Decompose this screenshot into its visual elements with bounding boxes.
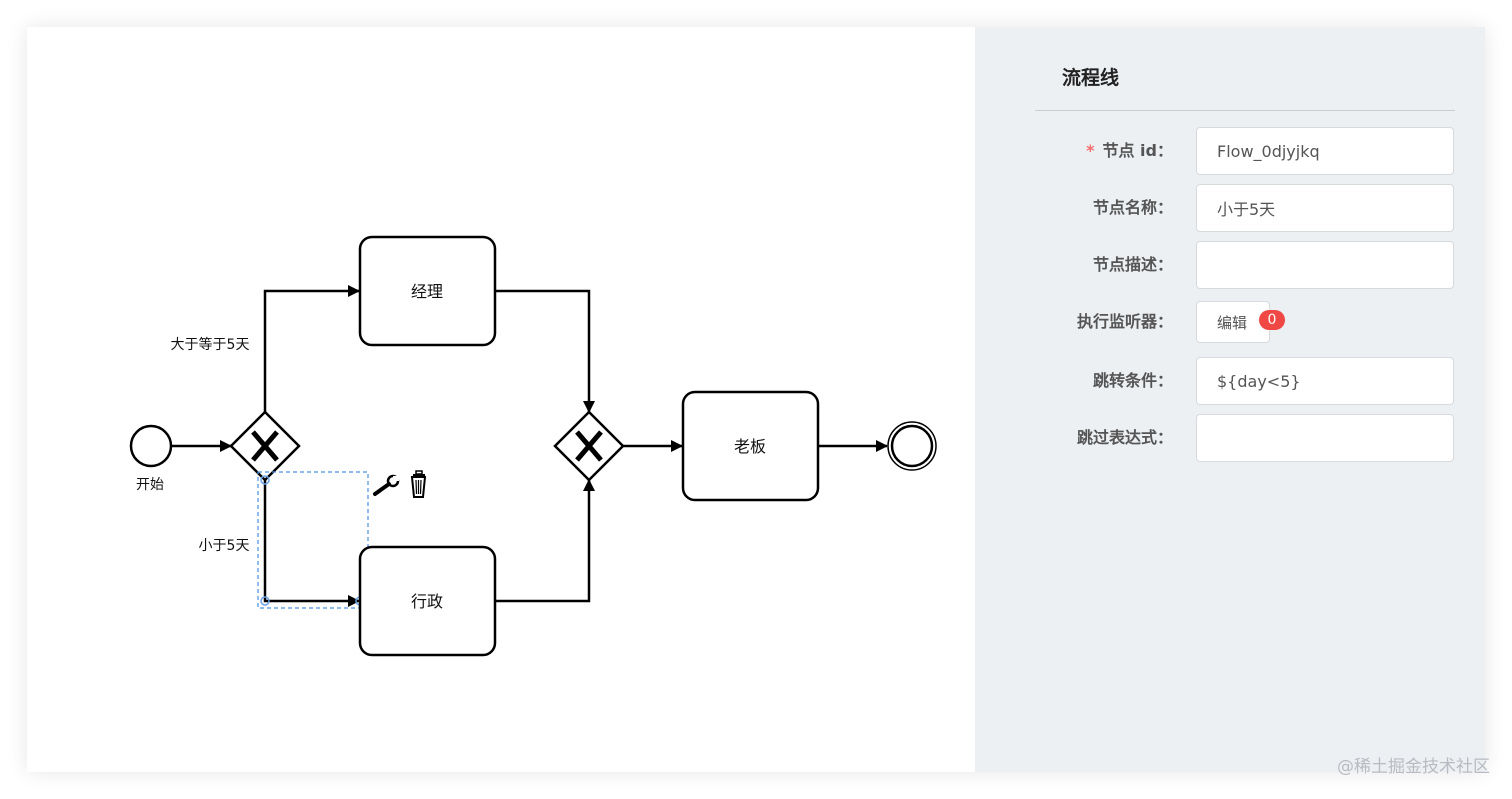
flow-lt5-days[interactable] [263,480,360,607]
start-event[interactable] [129,424,173,468]
condition-input[interactable] [1196,357,1454,405]
wrench-icon[interactable] [373,474,400,496]
flow-manager-to-merge[interactable] [495,289,595,413]
skip-expr-input[interactable] [1196,414,1454,462]
node-desc-label: 节点描述： [1092,255,1173,274]
skip-expr-label: 跳过表达式： [1076,428,1173,447]
field-row-condition: 跳转条件： [975,357,1485,405]
task-manager[interactable]: 经理 [358,235,497,347]
field-row-node-desc: 节点描述： [975,241,1485,289]
field-row-skip-expr: 跳过表达式： [975,414,1485,462]
task-boss-label: 老板 [734,437,766,456]
task-boss[interactable]: 老板 [681,390,820,502]
field-row-node-name: 节点名称： [975,184,1485,232]
required-mark: * [1086,141,1095,160]
end-event[interactable] [887,421,937,471]
exclusive-gateway-split[interactable] [229,410,301,482]
node-name-input[interactable] [1196,184,1454,232]
task-manager-label: 经理 [411,282,443,301]
node-id-label: *节点 id： [1086,141,1173,160]
exclusive-gateway-merge[interactable] [553,410,625,482]
watermark: @稀土掘金技术社区 [1337,757,1490,777]
trash-icon[interactable] [410,470,427,498]
task-admin-label: 行政 [411,592,443,611]
bpmn-diagram: 开始 大于等于5天 小于5天 [129,235,937,657]
app-frame: 开始 大于等于5天 小于5天 [27,27,1485,772]
node-name-label: 节点名称： [1092,198,1173,217]
listener-count-badge: 0 [1259,310,1285,330]
flow-admin-to-merge[interactable] [495,479,595,603]
flow-gte5-days-label: 大于等于5天 [171,336,250,353]
start-event-label: 开始 [136,477,164,493]
flow-lt5-days-label: 小于5天 [199,538,250,554]
panel-title: 流程线 [1062,67,1120,89]
condition-label: 跳转条件： [1092,371,1173,390]
field-row-node-id: *节点 id： [975,127,1485,175]
flow-gte5-days[interactable] [263,285,360,412]
properties-panel: 流程线 *节点 id： 节点名称： 节点描述： 执行监听器： 编辑 0 跳转条件… [975,27,1485,772]
bpmn-canvas[interactable]: 开始 大于等于5天 小于5天 [27,27,975,772]
exec-listener-label: 执行监听器： [1076,312,1173,331]
selection-outline [257,471,369,609]
node-desc-input[interactable] [1196,241,1454,289]
panel-divider [1035,110,1455,111]
waypoint-handle[interactable] [260,475,270,485]
field-row-exec-listener: 执行监听器： 编辑 0 [975,301,1485,349]
task-admin[interactable]: 行政 [358,545,497,657]
node-id-input[interactable] [1196,127,1454,175]
waypoint-handle[interactable] [260,596,270,606]
